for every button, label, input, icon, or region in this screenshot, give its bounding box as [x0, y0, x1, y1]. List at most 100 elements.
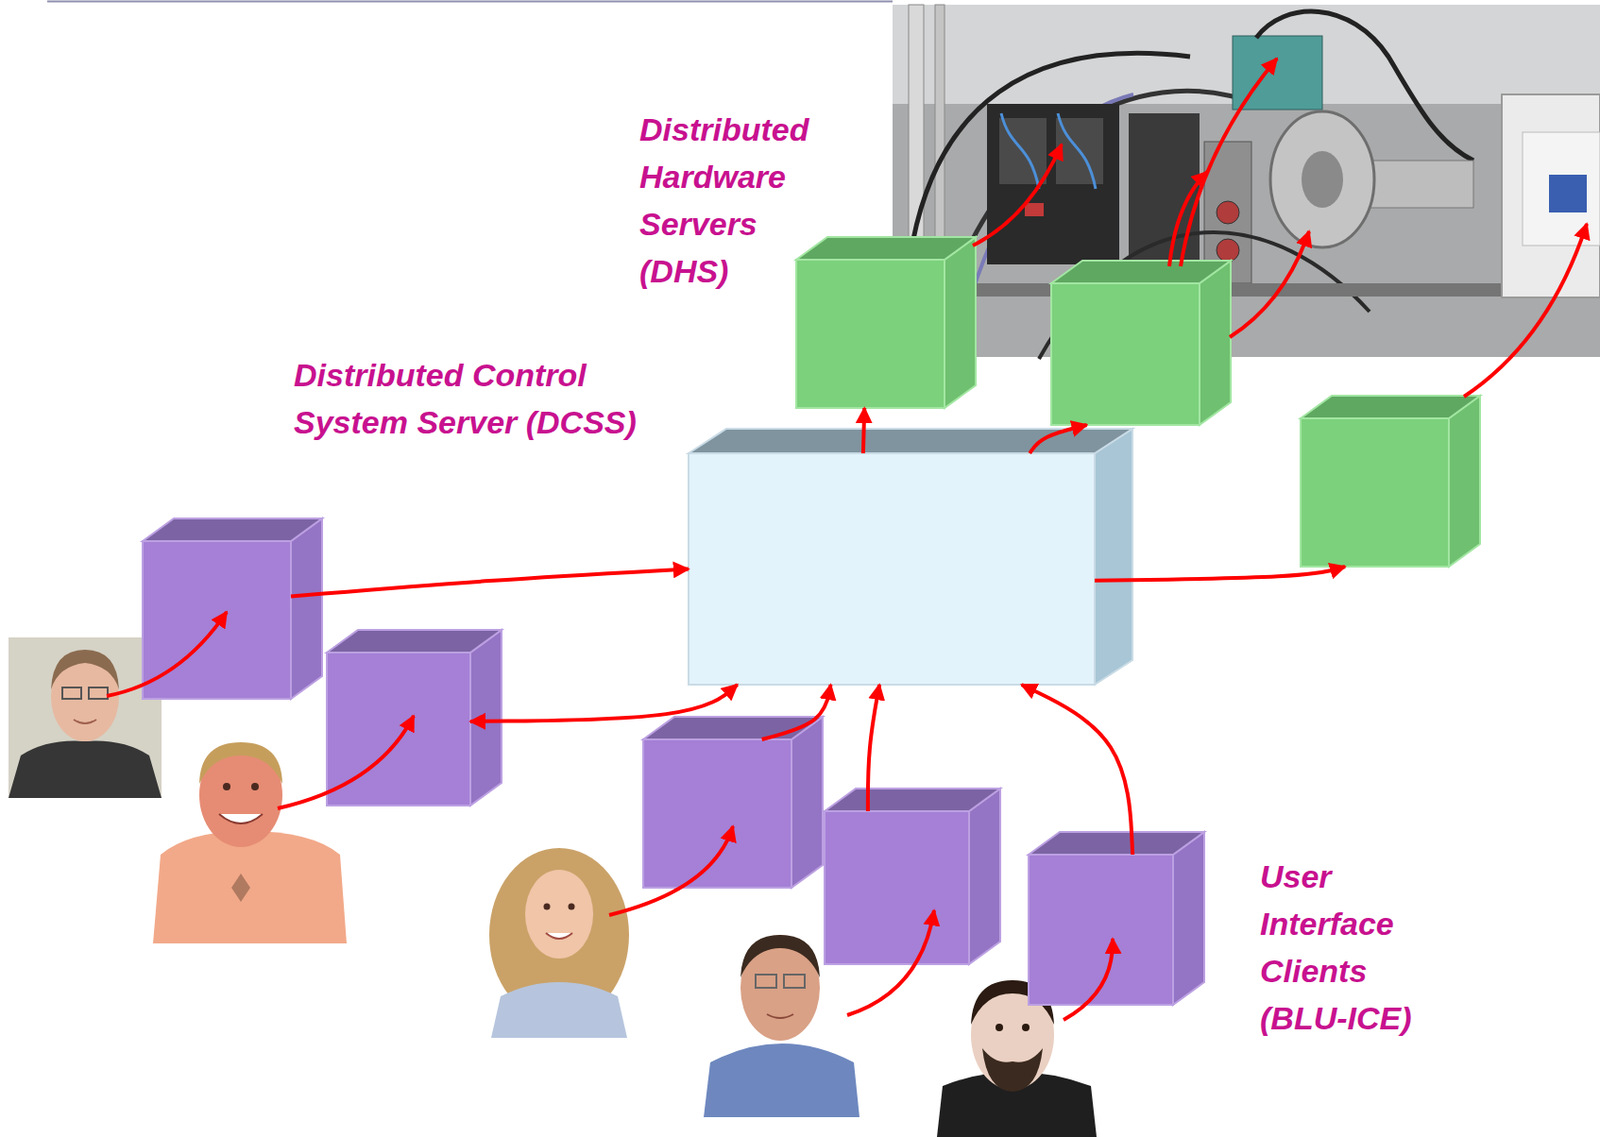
hair — [489, 848, 630, 1022]
box-front — [142, 541, 291, 699]
hair — [51, 649, 120, 690]
box-top — [796, 237, 976, 260]
glasses — [62, 687, 82, 699]
beamline-hardware-photo — [892, 4, 1600, 359]
hardware-arrow — [1180, 58, 1277, 267]
box-top — [1300, 395, 1481, 419]
hardware-arrow — [1229, 231, 1310, 338]
header-rule — [47, 0, 893, 3]
box-3d-shape — [326, 652, 471, 806]
eye — [544, 903, 551, 911]
box-front — [1051, 283, 1200, 426]
eye — [568, 903, 576, 911]
beam-tube — [1303, 160, 1474, 208]
cable — [1057, 113, 1096, 189]
controller-rack — [1128, 113, 1200, 265]
shirt — [703, 1043, 860, 1118]
hardware-server-box — [1300, 418, 1449, 567]
box-side — [1173, 832, 1205, 1005]
knob — [1216, 201, 1240, 224]
mouth — [219, 814, 263, 824]
face — [740, 935, 820, 1041]
hardware-server-box — [1051, 283, 1200, 426]
control-server-box: Distributed Control System Server (DCSS) — [688, 453, 1095, 685]
goniometer — [1270, 111, 1375, 248]
shirt-print — [231, 873, 251, 903]
shirt — [153, 831, 347, 944]
box-side — [1448, 395, 1481, 567]
box-3d-shape — [142, 541, 291, 699]
box-front — [688, 453, 1095, 685]
user-arrow — [609, 826, 733, 916]
screen-logo — [1548, 174, 1587, 213]
box-top — [1051, 260, 1231, 284]
box-3d-shape — [1051, 283, 1200, 426]
mouth — [766, 1014, 794, 1019]
user-client-box — [326, 652, 471, 806]
box-front — [326, 652, 471, 806]
eye — [1021, 1023, 1030, 1032]
user-client-box — [824, 811, 970, 965]
group-label: Distributed Hardware Servers (DHS) — [639, 105, 848, 295]
box-3d-shape — [643, 739, 792, 888]
face — [51, 652, 120, 742]
user-client-box — [142, 541, 291, 699]
photo-ground — [8, 637, 162, 799]
box-side — [944, 237, 976, 409]
eye — [251, 782, 259, 791]
data-flow-arrow — [1021, 684, 1134, 855]
box-3d-shape — [1300, 418, 1449, 567]
person-photo — [153, 742, 347, 944]
glasses — [755, 974, 777, 988]
user-client-box: User Interface Clients (BLU-ICE) — [1028, 854, 1174, 1005]
data-flow-arrow — [1029, 425, 1087, 454]
box-top — [142, 518, 323, 542]
hardware-arrow — [972, 144, 1062, 246]
box-side — [791, 716, 823, 888]
user-arrow — [1063, 938, 1113, 1021]
rack-module — [999, 118, 1047, 185]
data-flow-arrow — [470, 684, 738, 722]
group-label: Distributed Control System Server (DCSS) — [293, 351, 672, 446]
face — [199, 743, 283, 848]
box-top — [1028, 832, 1205, 855]
box-side — [470, 629, 502, 806]
cable — [1001, 113, 1039, 189]
user-client-box — [643, 739, 792, 888]
box-3d-shape — [688, 453, 1095, 685]
user-arrow — [106, 612, 227, 697]
person-photo — [8, 637, 162, 799]
glasses — [88, 687, 108, 699]
box-3d-shape — [1028, 854, 1174, 1005]
mouth — [73, 719, 97, 724]
box-3d-shape — [824, 811, 970, 965]
eye — [222, 782, 231, 791]
group-label: User Interface Clients (BLU-ICE) — [1259, 852, 1435, 1042]
box-top — [643, 716, 823, 740]
box-front — [1028, 854, 1174, 1005]
data-flow-arrow — [290, 569, 689, 597]
glasses — [783, 974, 805, 988]
indicator — [1024, 203, 1044, 217]
hardware-arrow — [1463, 223, 1587, 397]
shirt — [491, 982, 628, 1039]
data-flow-arrow — [762, 684, 832, 740]
eye — [995, 1023, 1004, 1032]
hardware-server-box: Distributed Hardware Servers (DHS) — [796, 259, 945, 409]
hair — [740, 935, 820, 978]
face — [525, 869, 594, 959]
box-top — [326, 629, 502, 653]
detector-box — [1232, 35, 1323, 110]
data-flow-arrow — [868, 684, 880, 812]
box-front — [643, 739, 792, 888]
goniometer-hub — [1301, 151, 1344, 208]
box-top — [688, 428, 1133, 454]
beard — [982, 1048, 1043, 1092]
box-front — [824, 811, 970, 965]
box-front — [796, 259, 945, 409]
box-top — [824, 788, 1001, 812]
shirt — [8, 741, 162, 799]
photo-wall — [892, 4, 1600, 104]
box-side — [1094, 428, 1133, 685]
box-side — [290, 518, 323, 699]
